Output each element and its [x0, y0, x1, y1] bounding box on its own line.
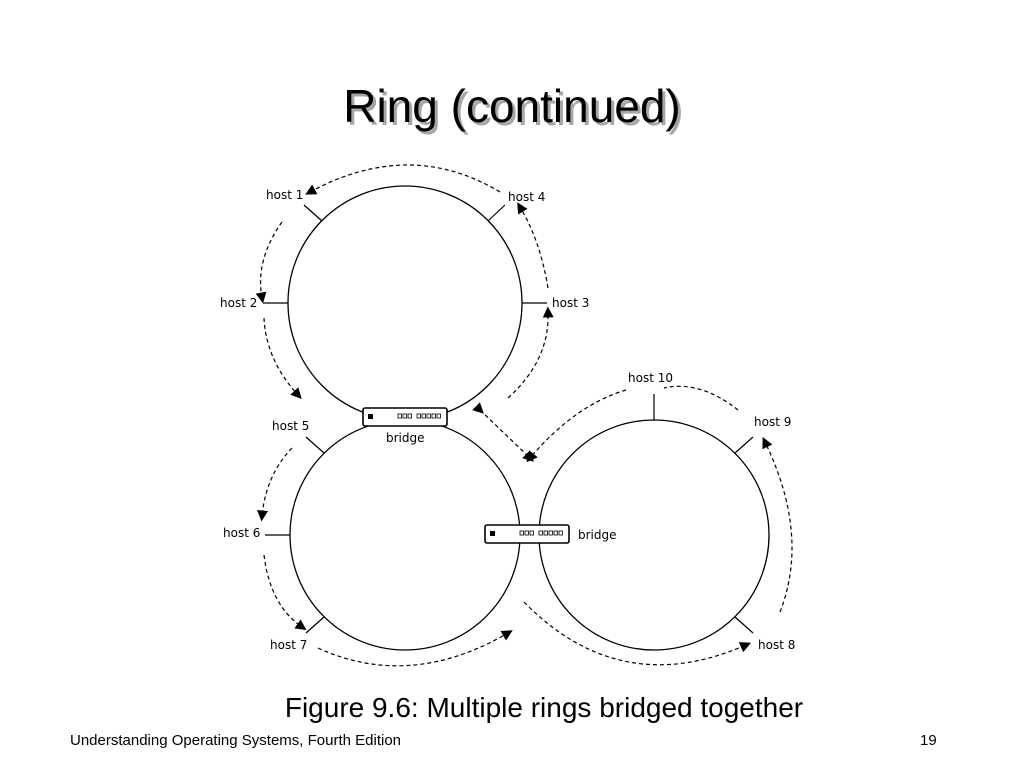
bridge-device-right — [484, 524, 570, 544]
host-connectors — [263, 204, 754, 634]
figure-caption: Figure 9.6: Multiple rings bridged toget… — [284, 692, 804, 723]
host-4-label: host 4 — [508, 190, 545, 204]
footer-book-title: Understanding Operating Systems, Fourth … — [70, 732, 402, 749]
host-10-label: host 10 — [628, 371, 673, 385]
host-1-label: host 1 — [266, 188, 303, 202]
bridge-device-top — [362, 407, 448, 427]
ring-bottom-right — [538, 419, 770, 651]
host-9-label: host 9 — [754, 415, 791, 429]
slide-title: Ring (continued) — [343, 80, 681, 132]
host-3-label: host 3 — [552, 296, 589, 310]
page-number: 19 — [920, 732, 937, 749]
host-6-label: host 6 — [223, 526, 260, 540]
bridge-label-top: bridge — [386, 431, 425, 445]
bridge-label-right: bridge — [578, 528, 617, 542]
ring-top — [287, 185, 523, 421]
host-8-label: host 8 — [758, 638, 795, 652]
host-2-label: host 2 — [220, 296, 257, 310]
host-5-label: host 5 — [272, 419, 309, 433]
flow-arrows — [255, 164, 793, 667]
host-7-label: host 7 — [270, 638, 307, 652]
